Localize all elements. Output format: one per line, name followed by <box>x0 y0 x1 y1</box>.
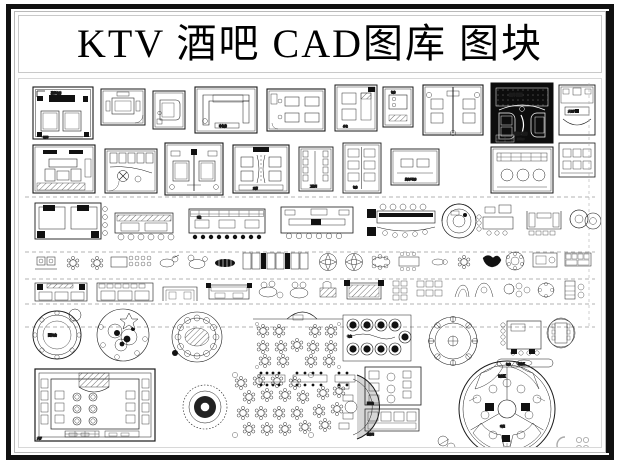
row-separators <box>25 196 595 328</box>
svg-text:圆舞台: 圆舞台 <box>48 332 57 337</box>
svg-text:服务台: 服务台 <box>367 401 375 405</box>
svg-text:包房: 包房 <box>506 362 511 366</box>
drawing-canvas[interactable]: 豪华包房 6200 <box>18 78 602 448</box>
plan-circular-ktv: 包房区 中庭 <box>458 360 556 447</box>
svg-text:中庭: 中庭 <box>500 424 505 428</box>
svg-text:包房区: 包房区 <box>498 374 506 378</box>
row-room-plans-1: 豪华包房 6200 <box>32 82 596 144</box>
svg-text:中包房: 中包房 <box>219 124 227 128</box>
svg-text:小包: 小包 <box>343 124 348 128</box>
plan-label-list: 室外花园 总统1号房 135m² 豪华包房 中包房 大包厅 舞台 吧台 KTV <box>0 0 1 1</box>
row-room-plans-2: 走廊 卫生间 <box>32 142 596 196</box>
row-label-list: KTV 包房平面图 KTV 包房平面图 吧台 卡座 立面 小家具图块 沙发 卡座… <box>0 0 1 1</box>
page-title: KTV 酒吧 CAD图库 图块 <box>77 21 543 66</box>
row-bar-counters: 吧台 <box>34 202 601 241</box>
svg-text:大厅: 大厅 <box>37 436 42 440</box>
svg-text:豪华包房: 豪华包房 <box>51 91 62 95</box>
svg-text:包房: 包房 <box>391 90 396 94</box>
title-band: KTV 酒吧 CAD图库 图块 <box>18 15 602 73</box>
plan-presidential-room: 室外花园 总统1号房 135m² <box>490 82 554 144</box>
svg-text:包房: 包房 <box>353 185 358 189</box>
svg-text:室外花园: 室外花园 <box>509 92 523 97</box>
row-hall-plans: 大厅 <box>34 360 590 447</box>
cad-drawing: 豪华包房 6200 <box>19 79 601 447</box>
svg-text:卡座: 卡座 <box>347 334 352 338</box>
svg-text:吧台: 吧台 <box>197 215 202 219</box>
svg-text:贵宾1号房: 贵宾1号房 <box>405 177 417 181</box>
svg-text:操作间: 操作间 <box>367 432 375 436</box>
row-sofa-blocks <box>34 280 585 302</box>
row-small-blocks <box>35 251 592 271</box>
svg-text:135m²: 135m² <box>517 137 524 141</box>
svg-text:卫生间: 卫生间 <box>310 184 318 188</box>
svg-text:6200: 6200 <box>43 136 49 139</box>
svg-text:走廊: 走廊 <box>253 186 258 190</box>
svg-text:大包厅: 大包厅 <box>568 109 576 113</box>
svg-text:总统1号房: 总统1号房 <box>513 131 528 136</box>
sheet-right-rail <box>606 11 610 453</box>
